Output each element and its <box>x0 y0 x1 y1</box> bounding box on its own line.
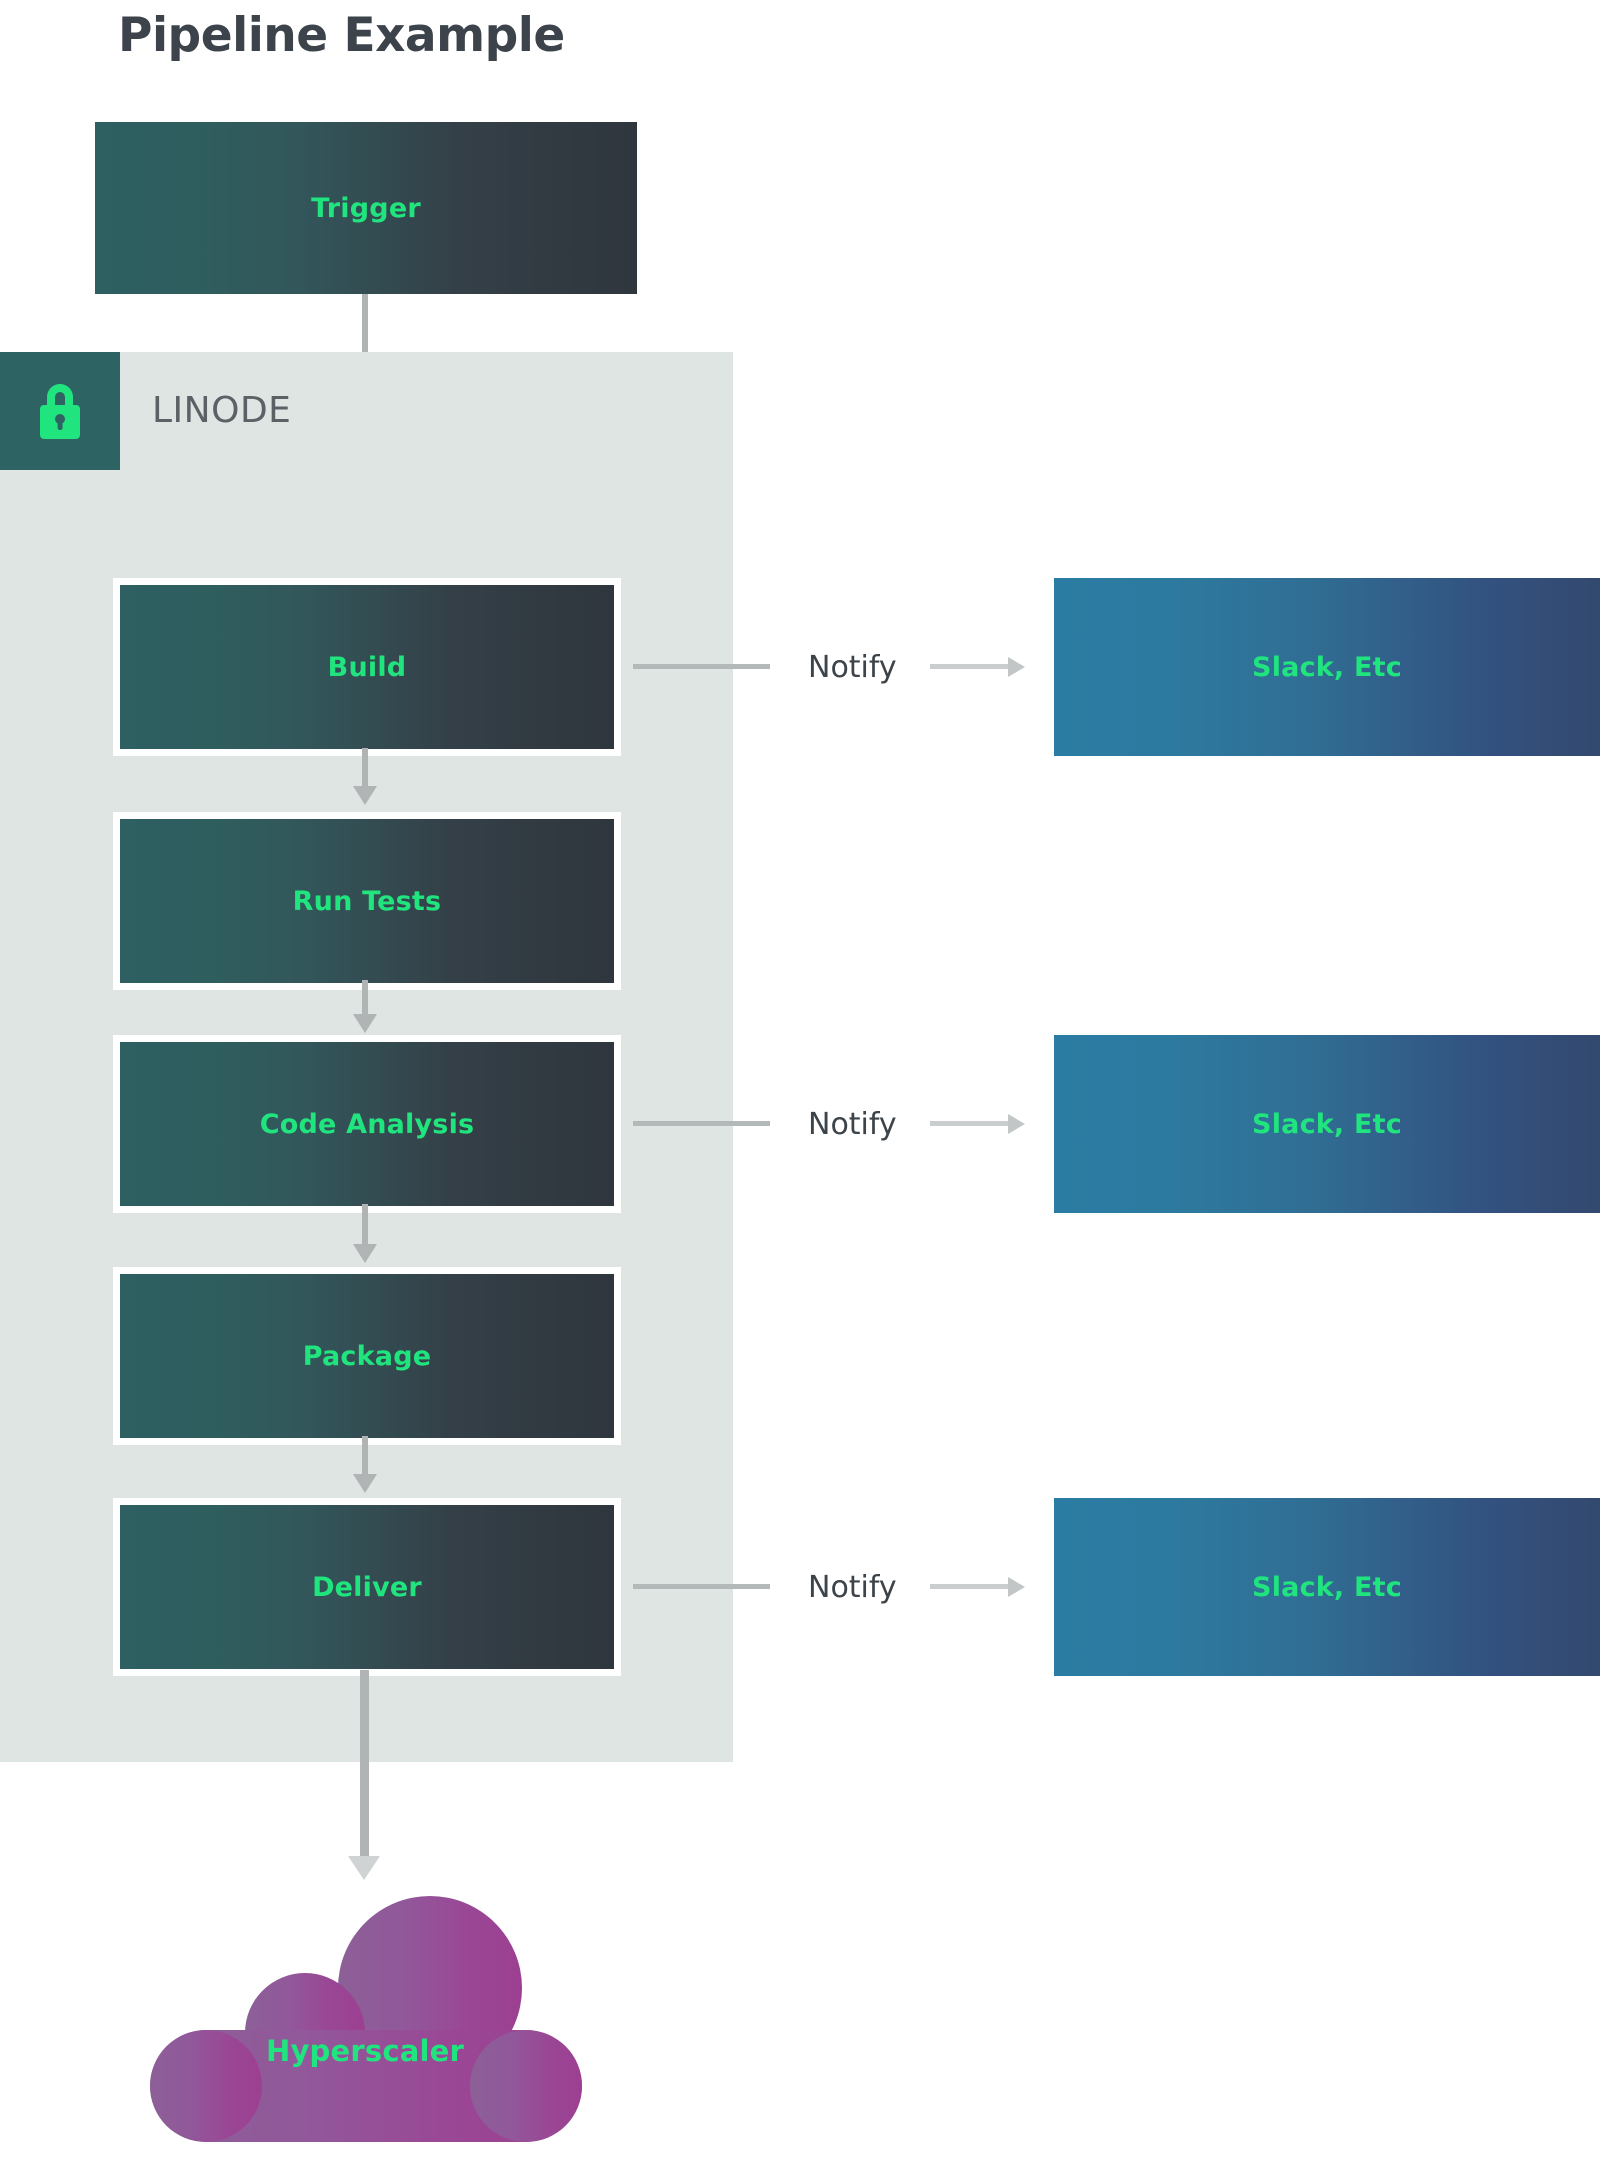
stage-node-deliver[interactable]: Deliver <box>113 1498 621 1676</box>
stage-node-code-analysis[interactable]: Code Analysis <box>113 1035 621 1213</box>
arrowhead-code-analysis-to-package-icon <box>353 1244 377 1263</box>
connector-deliver-to-notify <box>633 1584 770 1589</box>
arrowhead-notify-to-slack-3-icon <box>1008 1577 1025 1597</box>
connector-notify-to-slack-2 <box>930 1121 1010 1126</box>
stage-node-build[interactable]: Build <box>113 578 621 756</box>
stage-node-deliver-label: Deliver <box>312 1571 422 1603</box>
stage-node-run-tests[interactable]: Run Tests <box>113 812 621 990</box>
arrowhead-build-to-run-tests-icon <box>353 786 377 805</box>
connector-notify-to-slack-3 <box>930 1584 1010 1589</box>
trigger-node-label: Trigger <box>311 192 421 224</box>
stage-node-code-analysis-label: Code Analysis <box>259 1108 475 1140</box>
connector-code-analysis-to-notify <box>633 1121 770 1126</box>
stage-node-run-tests-label: Run Tests <box>292 885 442 917</box>
connector-package-to-deliver <box>362 1436 368 1478</box>
notify-target-slack-2[interactable]: Slack, Etc <box>1054 1035 1600 1213</box>
notify-target-slack-3[interactable]: Slack, Etc <box>1054 1498 1600 1676</box>
lock-icon <box>40 384 80 439</box>
notify-label-2: Notify <box>808 1107 897 1142</box>
notify-label-1: Notify <box>808 650 897 685</box>
notify-target-slack-1-label: Slack, Etc <box>1252 651 1402 683</box>
connector-run-tests-to-code-analysis <box>362 980 368 1020</box>
notify-target-slack-1[interactable]: Slack, Etc <box>1054 578 1600 756</box>
linode-zone-badge <box>0 352 120 470</box>
notify-label-3: Notify <box>808 1570 897 1605</box>
arrowhead-run-tests-to-code-analysis-icon <box>353 1014 377 1033</box>
trigger-node[interactable]: Trigger <box>95 122 637 294</box>
arrowhead-notify-to-slack-1-icon <box>1008 657 1025 677</box>
notify-target-slack-2-label: Slack, Etc <box>1252 1108 1402 1140</box>
connector-build-to-notify <box>633 664 770 669</box>
connector-code-analysis-to-package <box>362 1204 368 1248</box>
notify-target-slack-3-label: Slack, Etc <box>1252 1571 1402 1603</box>
page-title: Pipeline Example <box>118 8 565 63</box>
arrowhead-notify-to-slack-2-icon <box>1008 1114 1025 1134</box>
cloud-icon <box>150 1896 582 2142</box>
stage-node-package-label: Package <box>302 1340 432 1372</box>
hyperscaler-node[interactable]: Hyperscaler <box>140 1878 590 2148</box>
arrowhead-package-to-deliver-icon <box>353 1474 377 1493</box>
connector-notify-to-slack-1 <box>930 664 1010 669</box>
arrowhead-deliver-to-hyperscaler-icon <box>348 1856 380 1880</box>
connector-build-to-run-tests <box>362 748 368 790</box>
connector-deliver-to-hyperscaler <box>360 1670 369 1862</box>
stage-node-package[interactable]: Package <box>113 1267 621 1445</box>
linode-zone-label: LINODE <box>152 390 292 431</box>
hyperscaler-node-label: Hyperscaler <box>265 2034 465 2068</box>
stage-node-build-label: Build <box>327 651 407 683</box>
